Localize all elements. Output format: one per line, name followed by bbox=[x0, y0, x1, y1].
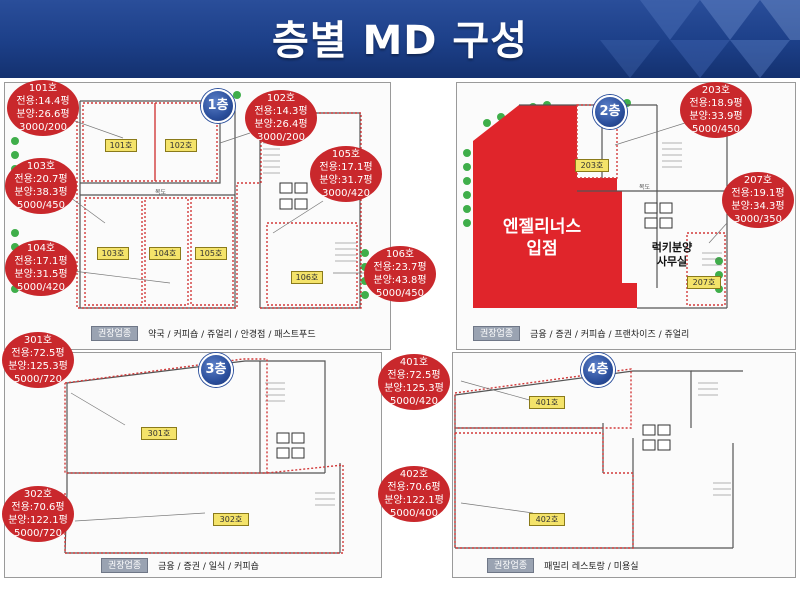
floor-badge-3: 3층 bbox=[199, 353, 233, 387]
unit-label-106: 106호 bbox=[291, 271, 323, 284]
floor-3-recommend-bar: 권장업종 금융 / 증권 / 일식 / 커피숍 bbox=[101, 557, 259, 574]
recommend-text: 약국 / 커피숍 / 쥬얼리 / 안경점 / 패스트푸드 bbox=[148, 330, 316, 340]
recommend-tag: 권장업종 bbox=[473, 326, 521, 341]
unit-label-207: 207호 bbox=[687, 276, 721, 289]
unit-label-104: 104호 bbox=[149, 247, 181, 260]
floor-4-recommend-bar: 권장업종 패밀리 레스토랑 / 미용실 bbox=[487, 557, 639, 574]
unit-label-401: 401호 bbox=[529, 396, 565, 409]
unit-label-301: 301호 bbox=[141, 427, 177, 440]
floor-badge-4: 4층 bbox=[581, 353, 615, 387]
corridor-label: 복도 bbox=[639, 184, 651, 191]
recommend-text: 금융 / 증권 / 커피숍 / 프랜차이즈 / 쥬얼리 bbox=[530, 330, 690, 340]
floor-3-plan bbox=[64, 358, 344, 554]
floor-badge-2: 2층 bbox=[593, 95, 627, 129]
floor-badge-1: 1층 bbox=[201, 89, 235, 123]
floor-4-plan bbox=[454, 368, 743, 549]
recommend-text: 패밀리 레스토랑 / 미용실 bbox=[544, 562, 639, 572]
header-decoration bbox=[600, 0, 800, 78]
floor-4-panel: 401호 402호 4층 권장업종 패밀리 레스토랑 / 미용실 bbox=[452, 352, 796, 578]
floor-2-recommend-bar: 권장업종 금융 / 증권 / 커피숍 / 프랜차이즈 / 쥬얼리 bbox=[473, 325, 689, 342]
floor-1-recommend-bar: 권장업종 약국 / 커피숍 / 쥬얼리 / 안경점 / 패스트푸드 bbox=[91, 325, 316, 342]
unit-label-302: 302호 bbox=[213, 513, 249, 526]
floor-3-panel: 301호 302호 3층 권장업종 금융 / 증권 / 일식 / 커피숍 bbox=[4, 352, 382, 578]
recommend-text: 금융 / 증권 / 일식 / 커피숍 bbox=[158, 562, 259, 572]
angelinus-tenant-label: 엔젤리너스 입점 bbox=[502, 217, 582, 259]
floor-2-plan bbox=[463, 99, 728, 309]
recommend-tag: 권장업종 bbox=[101, 558, 149, 573]
unit-label-101: 101호 bbox=[105, 139, 137, 152]
recommend-tag: 권장업종 bbox=[487, 558, 535, 573]
corridor-label: 복도 bbox=[155, 189, 167, 196]
unit-label-103: 103호 bbox=[97, 247, 129, 260]
unit-label-203: 203호 bbox=[575, 159, 609, 172]
unit-label-402: 402호 bbox=[529, 513, 565, 526]
sales-office-label: 럭키분양 사무실 bbox=[651, 241, 693, 268]
unit-label-105: 105호 bbox=[195, 247, 227, 260]
page-title: 층별 MD 구성 bbox=[271, 18, 529, 64]
header-banner: 층별 MD 구성 bbox=[0, 0, 800, 78]
unit-label-102: 102호 bbox=[165, 139, 197, 152]
recommend-tag: 권장업종 bbox=[91, 326, 139, 341]
